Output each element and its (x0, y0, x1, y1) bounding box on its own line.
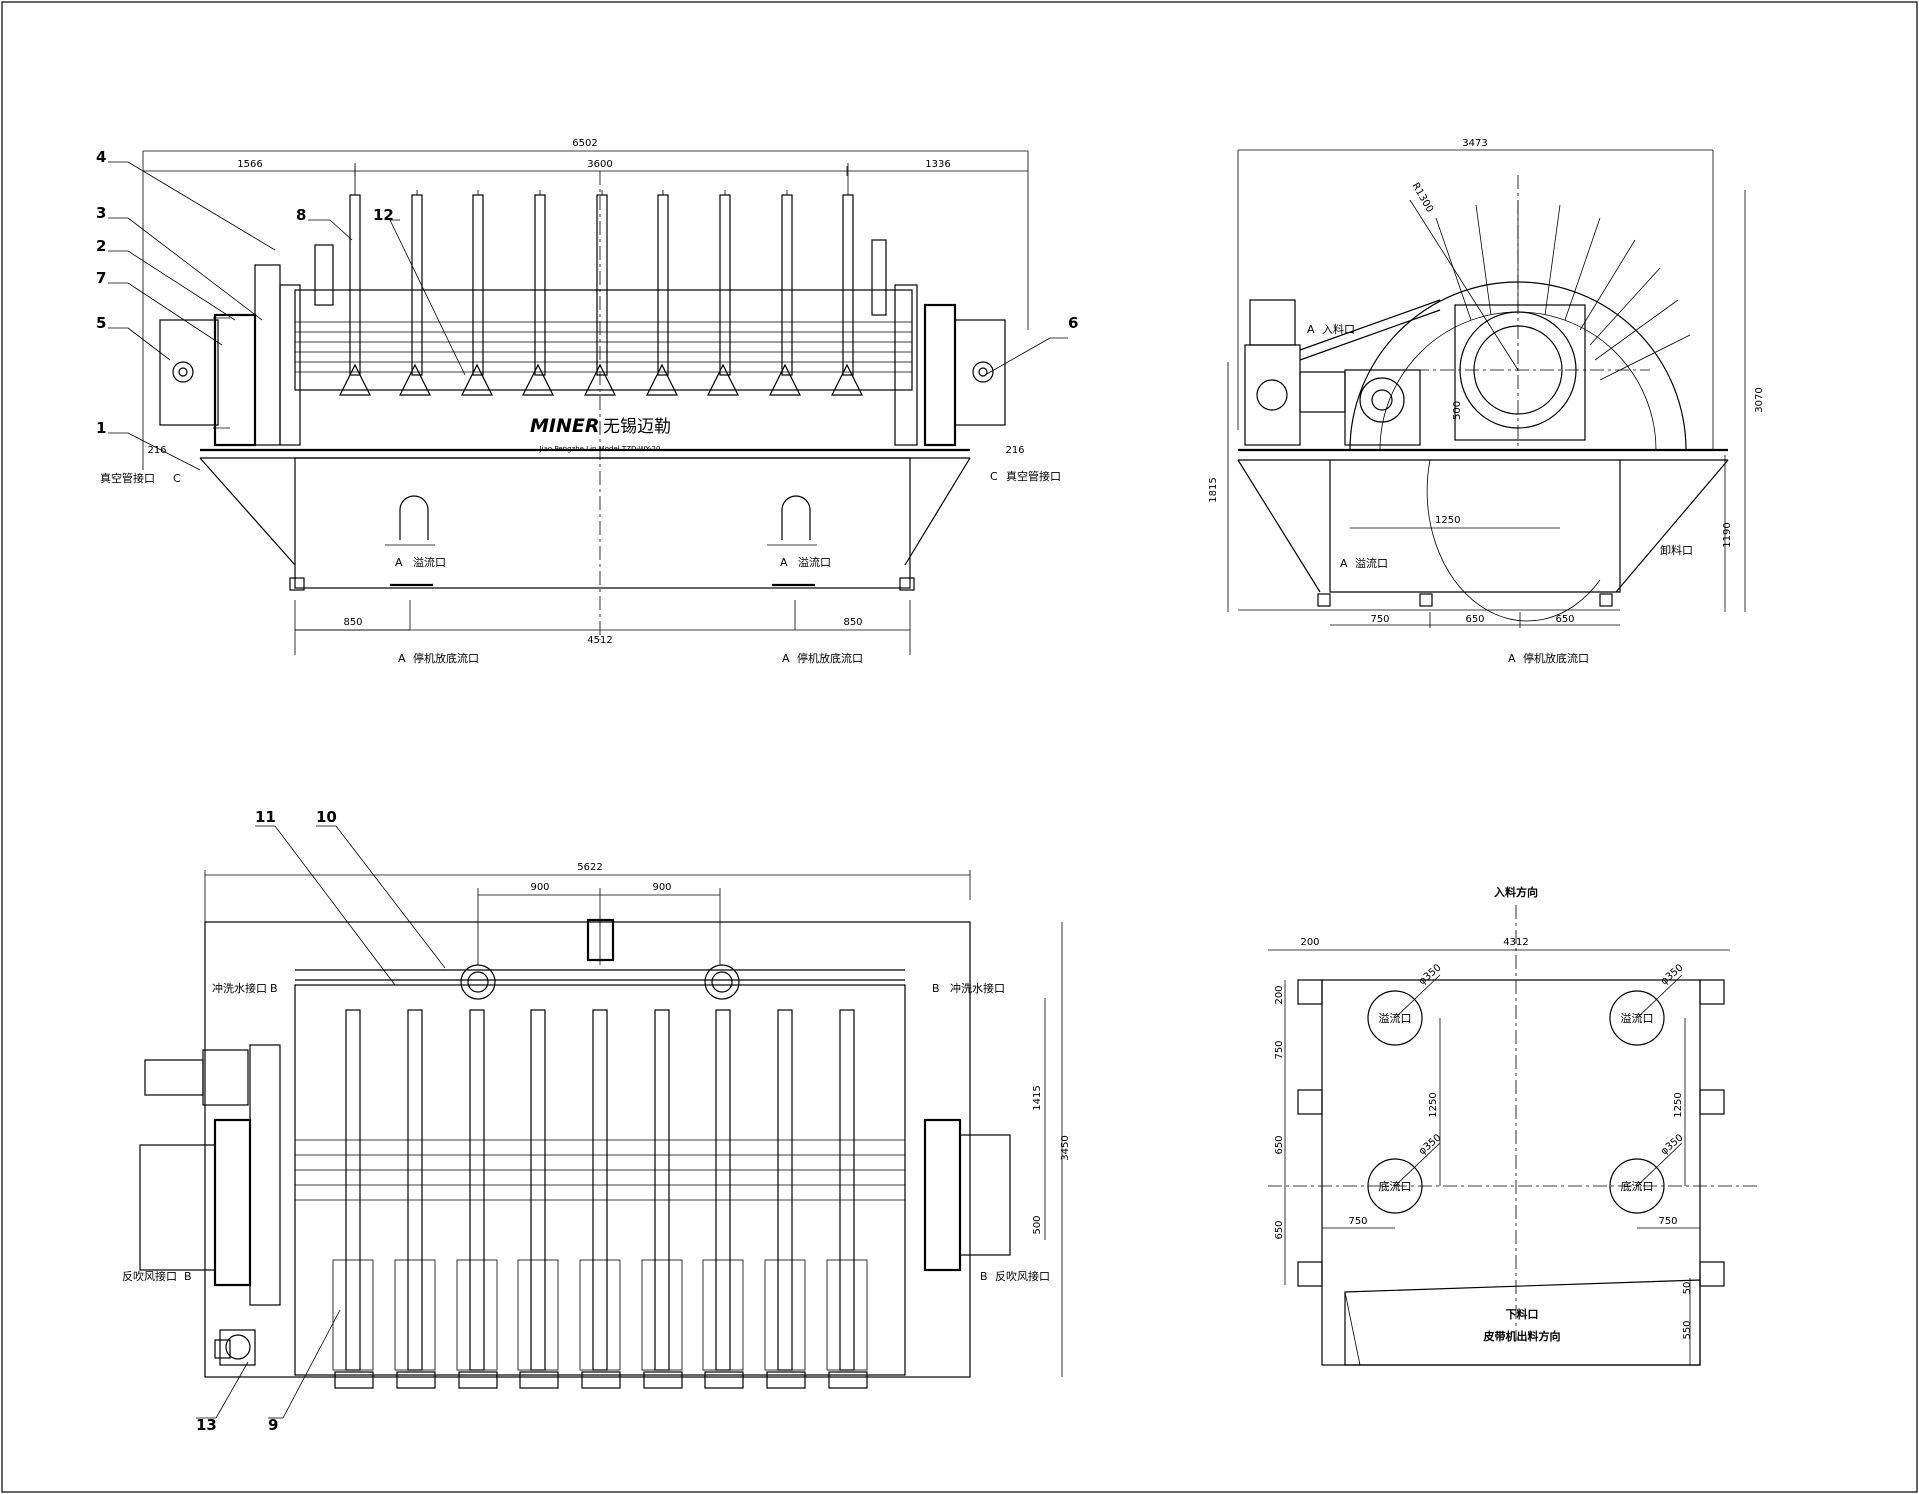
part-balloon: 6 (1068, 314, 1078, 332)
dim-1415: 1415 (1032, 1085, 1043, 1110)
dim-radius: R1300 (1409, 181, 1435, 215)
dim-base-gap-left: 850 (343, 617, 362, 628)
dim-left-offset: 750 (1348, 1216, 1367, 1227)
drain-left-label: 停机放底流口 (413, 651, 479, 665)
dim-height: 3070 (1754, 387, 1765, 412)
dim-mid: 3600 (587, 159, 612, 170)
dim-3450: 3450 (1060, 1135, 1071, 1160)
flush-right-label: 冲洗水接口 (950, 981, 1005, 995)
belt-direction-label: 皮带机出料方向 (1483, 1329, 1561, 1343)
dim-tank-height: 1190 (1722, 522, 1733, 547)
top-view: 5622 900 900 (122, 808, 1071, 1434)
part-balloon: 10 (316, 808, 337, 826)
dim-base: 4512 (587, 635, 612, 646)
dim-r1: 750 (1274, 1040, 1285, 1059)
dim-edge-right: 216 (1005, 445, 1024, 456)
section-a-label: A (782, 652, 790, 665)
part-balloon: 1 (96, 419, 106, 437)
dim-b1: 750 (1370, 614, 1389, 625)
dim-edge: 200 (1300, 937, 1319, 948)
section-b-label: B (980, 1270, 988, 1283)
dim-right-offset: 750 (1658, 1216, 1677, 1227)
section-a-label: A (1307, 323, 1315, 336)
dim-500: 500 (1032, 1215, 1043, 1234)
dim-mid-h: 1250 (1428, 1092, 1439, 1117)
dim-overall: 6502 (572, 138, 597, 149)
part-balloon: 12 (373, 206, 394, 224)
brand-name-cn: 无锡迈勒 (603, 417, 671, 437)
part-balloon: 2 (96, 237, 106, 255)
side-overflow-label: 溢流口 (1355, 556, 1388, 570)
dim-bottom-h: 550 (1682, 1320, 1693, 1339)
dim-small: 500 (1452, 401, 1463, 420)
section-b-label: B (184, 1270, 192, 1283)
side-view: 3473 R1300 (1208, 138, 1765, 665)
section-a-label: A (395, 556, 403, 569)
overflow-left-label: 溢流口 (413, 555, 446, 569)
hole-diameter: φ350 (1659, 1132, 1686, 1157)
section-a-label: A (1340, 557, 1348, 570)
vacuum-left-label: 真空管接口 (100, 471, 155, 485)
dim-edge-left: 216 (147, 445, 166, 456)
feed-direction-label: 入料方向 (1494, 885, 1538, 899)
discharge-label: 卸料口 (1660, 543, 1693, 557)
dim-base-gap-right: 850 (843, 617, 862, 628)
dim-width: 4312 (1503, 937, 1528, 948)
side-drain-label: 停机放底流口 (1523, 651, 1589, 665)
dim-left: 1566 (237, 159, 262, 170)
dim-small-50: 50 (1682, 1282, 1693, 1295)
dim-mid-h2: 1250 (1673, 1092, 1684, 1117)
section-a-label: A (398, 652, 406, 665)
vacuum-right-label: 真空管接口 (1006, 469, 1061, 483)
brand-sub: Jiao Pengzhe Lin Model TZD-WY-20 (539, 445, 661, 453)
hole-diameter: φ350 (1417, 1132, 1444, 1157)
front-view: 6502 1566 3600 1336 (96, 138, 1078, 665)
part-balloon: 11 (255, 808, 276, 826)
outlet-label: 下料口 (1506, 1307, 1539, 1321)
hole-diameter: φ350 (1659, 962, 1686, 987)
dim-r3: 650 (1274, 1220, 1285, 1239)
drain-right-label: 停机放底流口 (797, 651, 863, 665)
overflow-right-label: 溢流口 (798, 555, 831, 569)
part-balloon: 8 (296, 206, 306, 224)
dim-left-height: 1815 (1208, 477, 1219, 502)
foundation-plan: 入料方向 200 4312 溢流口 溢流口 底流口 底流口 φ350 φ350 … (1268, 885, 1760, 1366)
dim-top: 200 (1274, 985, 1285, 1004)
section-c-label: C (173, 472, 181, 485)
section-b-label: B (270, 982, 278, 995)
hole-diameter: φ350 (1417, 962, 1444, 987)
dim-b3: 650 (1555, 614, 1574, 625)
section-c-label: C (990, 470, 998, 483)
part-balloon: 13 (196, 1416, 217, 1434)
dim-pitch-left: 900 (530, 882, 549, 893)
dim-right: 1336 (925, 159, 950, 170)
dim-width: 3473 (1462, 138, 1487, 149)
section-b-label: B (932, 982, 940, 995)
dim-r2: 650 (1274, 1135, 1285, 1154)
dim-b2: 650 (1465, 614, 1484, 625)
blow-left-label: 反吹风接口 (122, 1270, 177, 1283)
dim-overall: 5622 (577, 862, 602, 873)
dim-pitch-right: 900 (652, 882, 671, 893)
blow-right-label: 反吹风接口 (995, 1270, 1050, 1283)
part-balloon: 5 (96, 314, 106, 332)
section-a-label: A (1508, 652, 1516, 665)
section-a-label: A (780, 556, 788, 569)
part-balloon: 3 (96, 204, 106, 222)
part-balloon: 7 (96, 269, 106, 287)
dim-shaft: 1250 (1435, 515, 1460, 526)
feed-label: 入料口 (1322, 322, 1355, 336)
part-balloon: 9 (268, 1416, 278, 1434)
flush-left-label: 冲洗水接口 (212, 981, 267, 995)
brand-name: MINER (530, 415, 600, 437)
part-balloon: 4 (96, 148, 106, 166)
